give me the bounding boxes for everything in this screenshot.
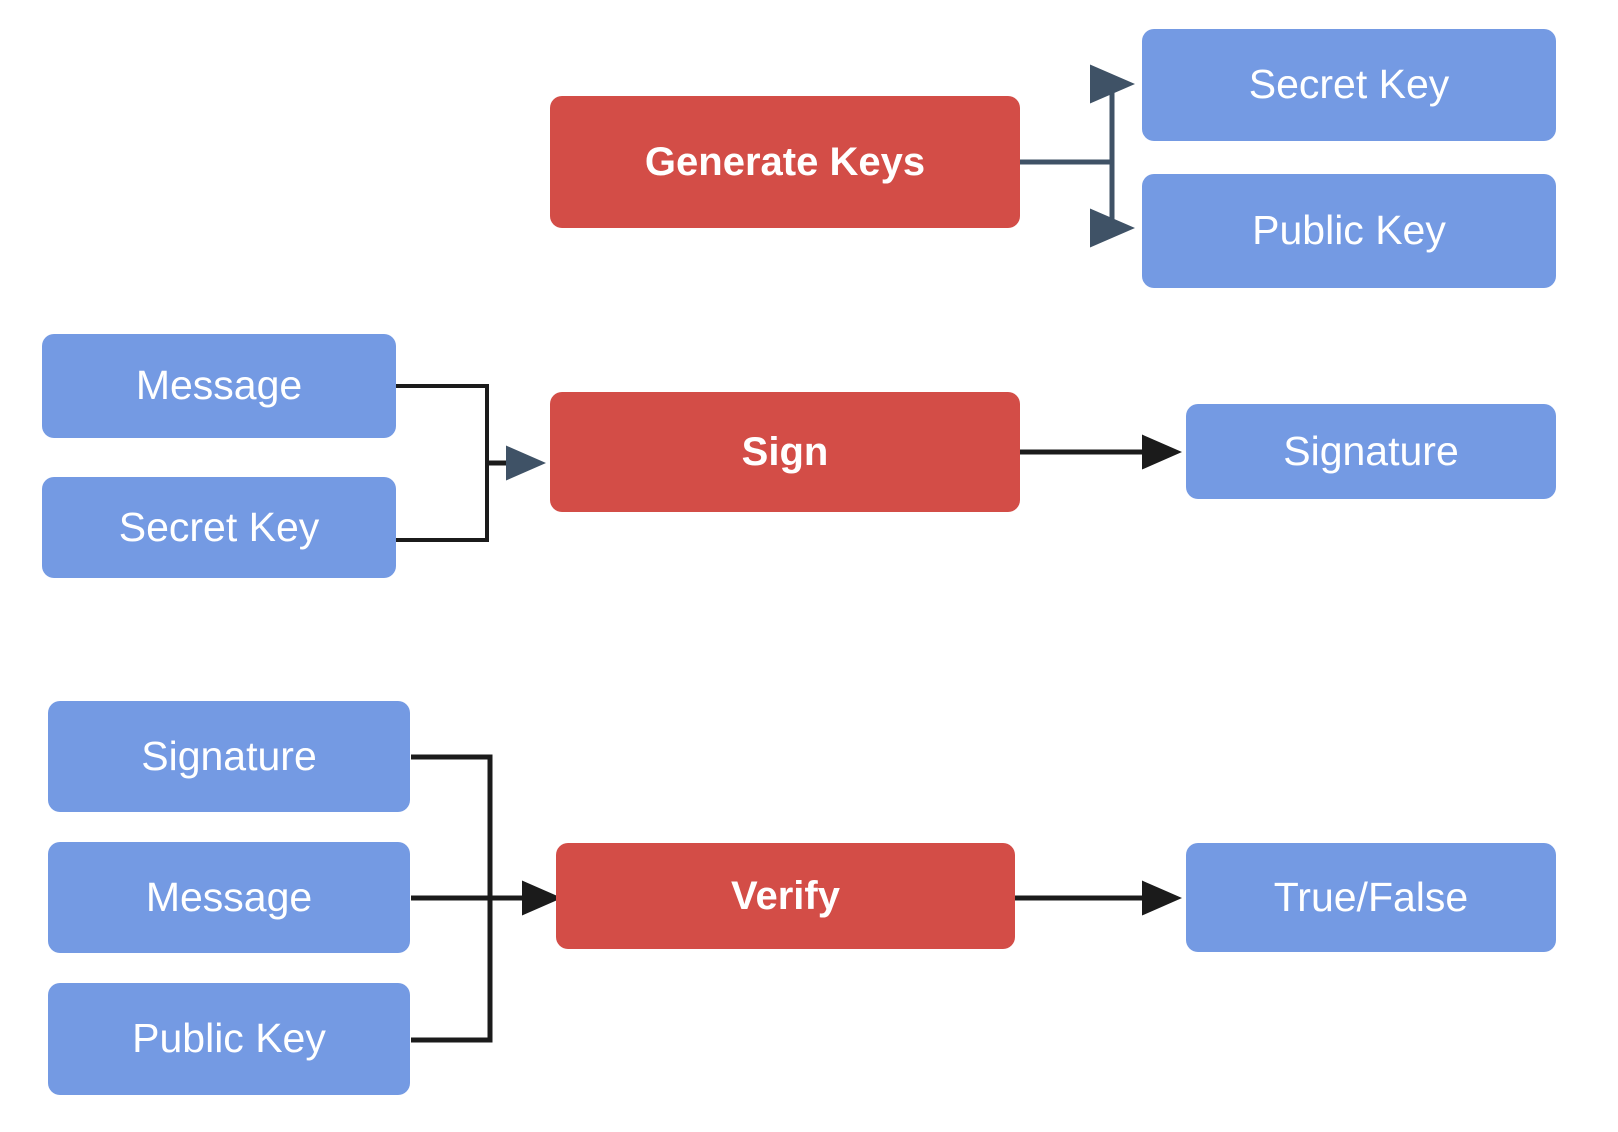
data-label-verify-output-true-false: True/False xyxy=(1273,873,1469,920)
data-box-verify-input-signature[interactable]: Signature xyxy=(48,701,410,812)
data-box-verify-input-public-key[interactable]: Public Key xyxy=(48,983,410,1095)
process-box-sign[interactable]: Sign xyxy=(550,392,1020,512)
data-box-secret-key-output[interactable]: Secret Key xyxy=(1142,29,1556,141)
process-label-verify: Verify xyxy=(731,874,840,918)
data-label-secret-key-output: Secret Key xyxy=(1248,61,1450,108)
data-box-sign-output-signature[interactable]: Signature xyxy=(1186,404,1556,499)
data-label-verify-input-public-key: Public Key xyxy=(132,1015,326,1062)
data-label-verify-input-signature: Signature xyxy=(141,732,317,779)
data-label-public-key-output: Public Key xyxy=(1252,207,1446,254)
data-box-verify-output-true-false[interactable]: True/False xyxy=(1186,843,1556,952)
data-label-sign-input-secret-key: Secret Key xyxy=(118,503,320,550)
connector-sign-inputs xyxy=(396,384,546,542)
connector-generate-keys-fork xyxy=(1020,64,1136,248)
data-box-verify-input-message[interactable]: Message xyxy=(48,842,410,953)
data-box-public-key-output[interactable]: Public Key xyxy=(1142,174,1556,288)
connector-verify-inputs xyxy=(411,754,562,1043)
process-label-sign: Sign xyxy=(741,430,829,474)
process-box-verify[interactable]: Verify xyxy=(556,843,1015,949)
process-box-generate-keys[interactable]: Generate Keys xyxy=(550,96,1020,228)
process-label-generate-keys: Generate Keys xyxy=(644,140,926,184)
data-label-sign-output-signature: Signature xyxy=(1283,427,1459,474)
data-label-verify-input-message: Message xyxy=(145,873,313,920)
data-box-sign-input-secret-key[interactable]: Secret Key xyxy=(42,477,396,578)
data-box-sign-input-message[interactable]: Message xyxy=(42,334,396,438)
data-label-sign-input-message: Message xyxy=(135,362,303,409)
